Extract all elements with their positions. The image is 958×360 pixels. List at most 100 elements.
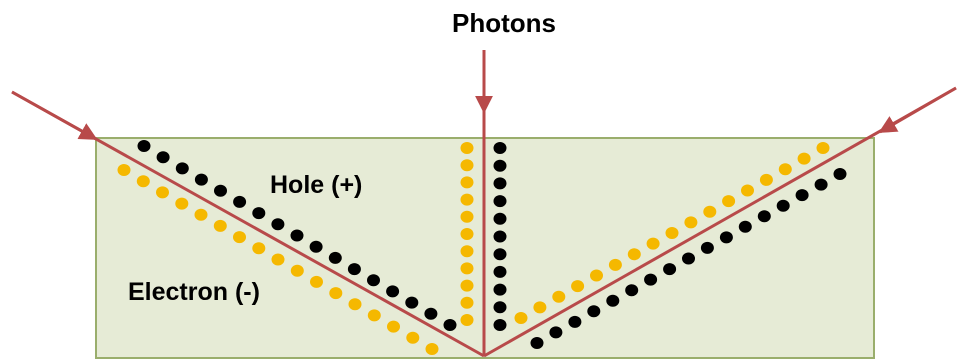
hole-dot bbox=[137, 140, 151, 152]
hole-dot bbox=[587, 305, 601, 318]
electron-dot bbox=[703, 205, 717, 218]
hole-track-right bbox=[530, 168, 847, 349]
electron-dot bbox=[329, 287, 343, 300]
electron-dot bbox=[722, 195, 736, 208]
hole-dot bbox=[156, 151, 170, 164]
hole-dot bbox=[493, 195, 507, 208]
hole-dot bbox=[549, 326, 563, 339]
electron-dot bbox=[117, 164, 131, 176]
electron-dot bbox=[460, 159, 474, 172]
hole-dot bbox=[568, 315, 582, 328]
hole-dot bbox=[328, 251, 342, 264]
electron-dot bbox=[590, 269, 603, 282]
hole-dot bbox=[347, 263, 361, 276]
electron-dot bbox=[387, 320, 400, 333]
hole-dot bbox=[493, 177, 507, 190]
electron-dot bbox=[514, 312, 528, 324]
electron-dot bbox=[175, 197, 189, 210]
electron-dot bbox=[460, 279, 474, 292]
electron-track-center bbox=[460, 142, 474, 326]
hole-dot bbox=[700, 241, 714, 254]
hole-dot bbox=[386, 285, 400, 298]
hole-dot bbox=[233, 195, 247, 208]
hole-dot bbox=[493, 248, 507, 261]
electron-dot bbox=[156, 186, 169, 199]
hole-dot bbox=[530, 337, 544, 349]
electron-dot bbox=[684, 216, 698, 229]
electron-dot bbox=[460, 262, 474, 275]
hole-dot bbox=[738, 220, 752, 233]
electron-dot bbox=[571, 280, 585, 293]
hole-dot bbox=[493, 142, 507, 154]
hole-dot bbox=[493, 212, 507, 225]
electron-dot bbox=[425, 343, 439, 355]
hole-dot bbox=[443, 319, 457, 331]
electron-dot bbox=[627, 248, 641, 261]
electron-dot bbox=[194, 208, 208, 221]
electron-dot bbox=[348, 298, 362, 311]
hole-track-center bbox=[493, 142, 507, 331]
hole-dot bbox=[776, 199, 790, 212]
hole-dot bbox=[252, 207, 266, 220]
electron-dot bbox=[136, 175, 150, 188]
photon-arrow-right bbox=[878, 86, 957, 134]
electron-dot bbox=[233, 231, 246, 244]
electron-dot bbox=[816, 142, 830, 154]
electron-dot bbox=[460, 228, 474, 240]
electron-dot bbox=[608, 258, 622, 271]
hole-dot bbox=[719, 231, 733, 244]
electron-dot bbox=[797, 152, 811, 165]
hole-dot bbox=[795, 189, 809, 202]
hole-dot bbox=[271, 218, 285, 231]
electron-dot bbox=[460, 193, 474, 206]
hole-dot bbox=[682, 252, 695, 265]
electron-dot bbox=[778, 163, 792, 176]
electron-dot bbox=[252, 242, 266, 255]
hole-track-left bbox=[137, 140, 457, 331]
electron-dot bbox=[460, 296, 474, 309]
electron-dot bbox=[460, 314, 474, 326]
hole-dot bbox=[493, 230, 507, 243]
electron-dot bbox=[460, 142, 474, 154]
hole-dot bbox=[493, 159, 507, 172]
hole-dot bbox=[833, 168, 847, 180]
hole-dot bbox=[194, 173, 208, 186]
hole-dot bbox=[405, 296, 419, 309]
hole-dot bbox=[493, 283, 507, 296]
electron-label: Electron (-) bbox=[128, 278, 260, 306]
photon-arrow-left bbox=[11, 90, 98, 141]
hole-dot bbox=[606, 294, 620, 307]
hole-dot bbox=[309, 240, 323, 253]
electron-track-right bbox=[514, 142, 830, 324]
hole-dot bbox=[367, 274, 380, 287]
electron-dot bbox=[646, 237, 660, 250]
hole-dot bbox=[214, 184, 227, 197]
electron-dot bbox=[460, 176, 474, 189]
electron-dot bbox=[271, 253, 285, 266]
hole-dot bbox=[663, 263, 677, 276]
electron-dot bbox=[759, 173, 773, 186]
hole-dot bbox=[424, 307, 438, 320]
hole-label: Hole (+) bbox=[270, 171, 362, 199]
hole-dot bbox=[290, 229, 304, 242]
hole-dot bbox=[644, 273, 658, 286]
electron-dot bbox=[460, 210, 474, 223]
title-photons: Photons bbox=[452, 8, 556, 38]
hole-dot bbox=[493, 301, 507, 314]
hole-dot bbox=[175, 162, 189, 175]
electron-dot bbox=[460, 245, 474, 258]
hole-dot bbox=[757, 210, 771, 223]
hole-dot bbox=[493, 319, 507, 331]
electron-dot bbox=[367, 309, 381, 322]
electron-dot bbox=[290, 264, 304, 277]
electron-track-left bbox=[117, 164, 439, 355]
electron-dot bbox=[533, 301, 547, 314]
electron-dot bbox=[552, 290, 566, 303]
electron-dot bbox=[665, 227, 679, 239]
electron-dot bbox=[213, 219, 227, 232]
photon-rays bbox=[11, 50, 957, 358]
electron-dot bbox=[406, 331, 420, 344]
hole-dot bbox=[625, 284, 639, 297]
